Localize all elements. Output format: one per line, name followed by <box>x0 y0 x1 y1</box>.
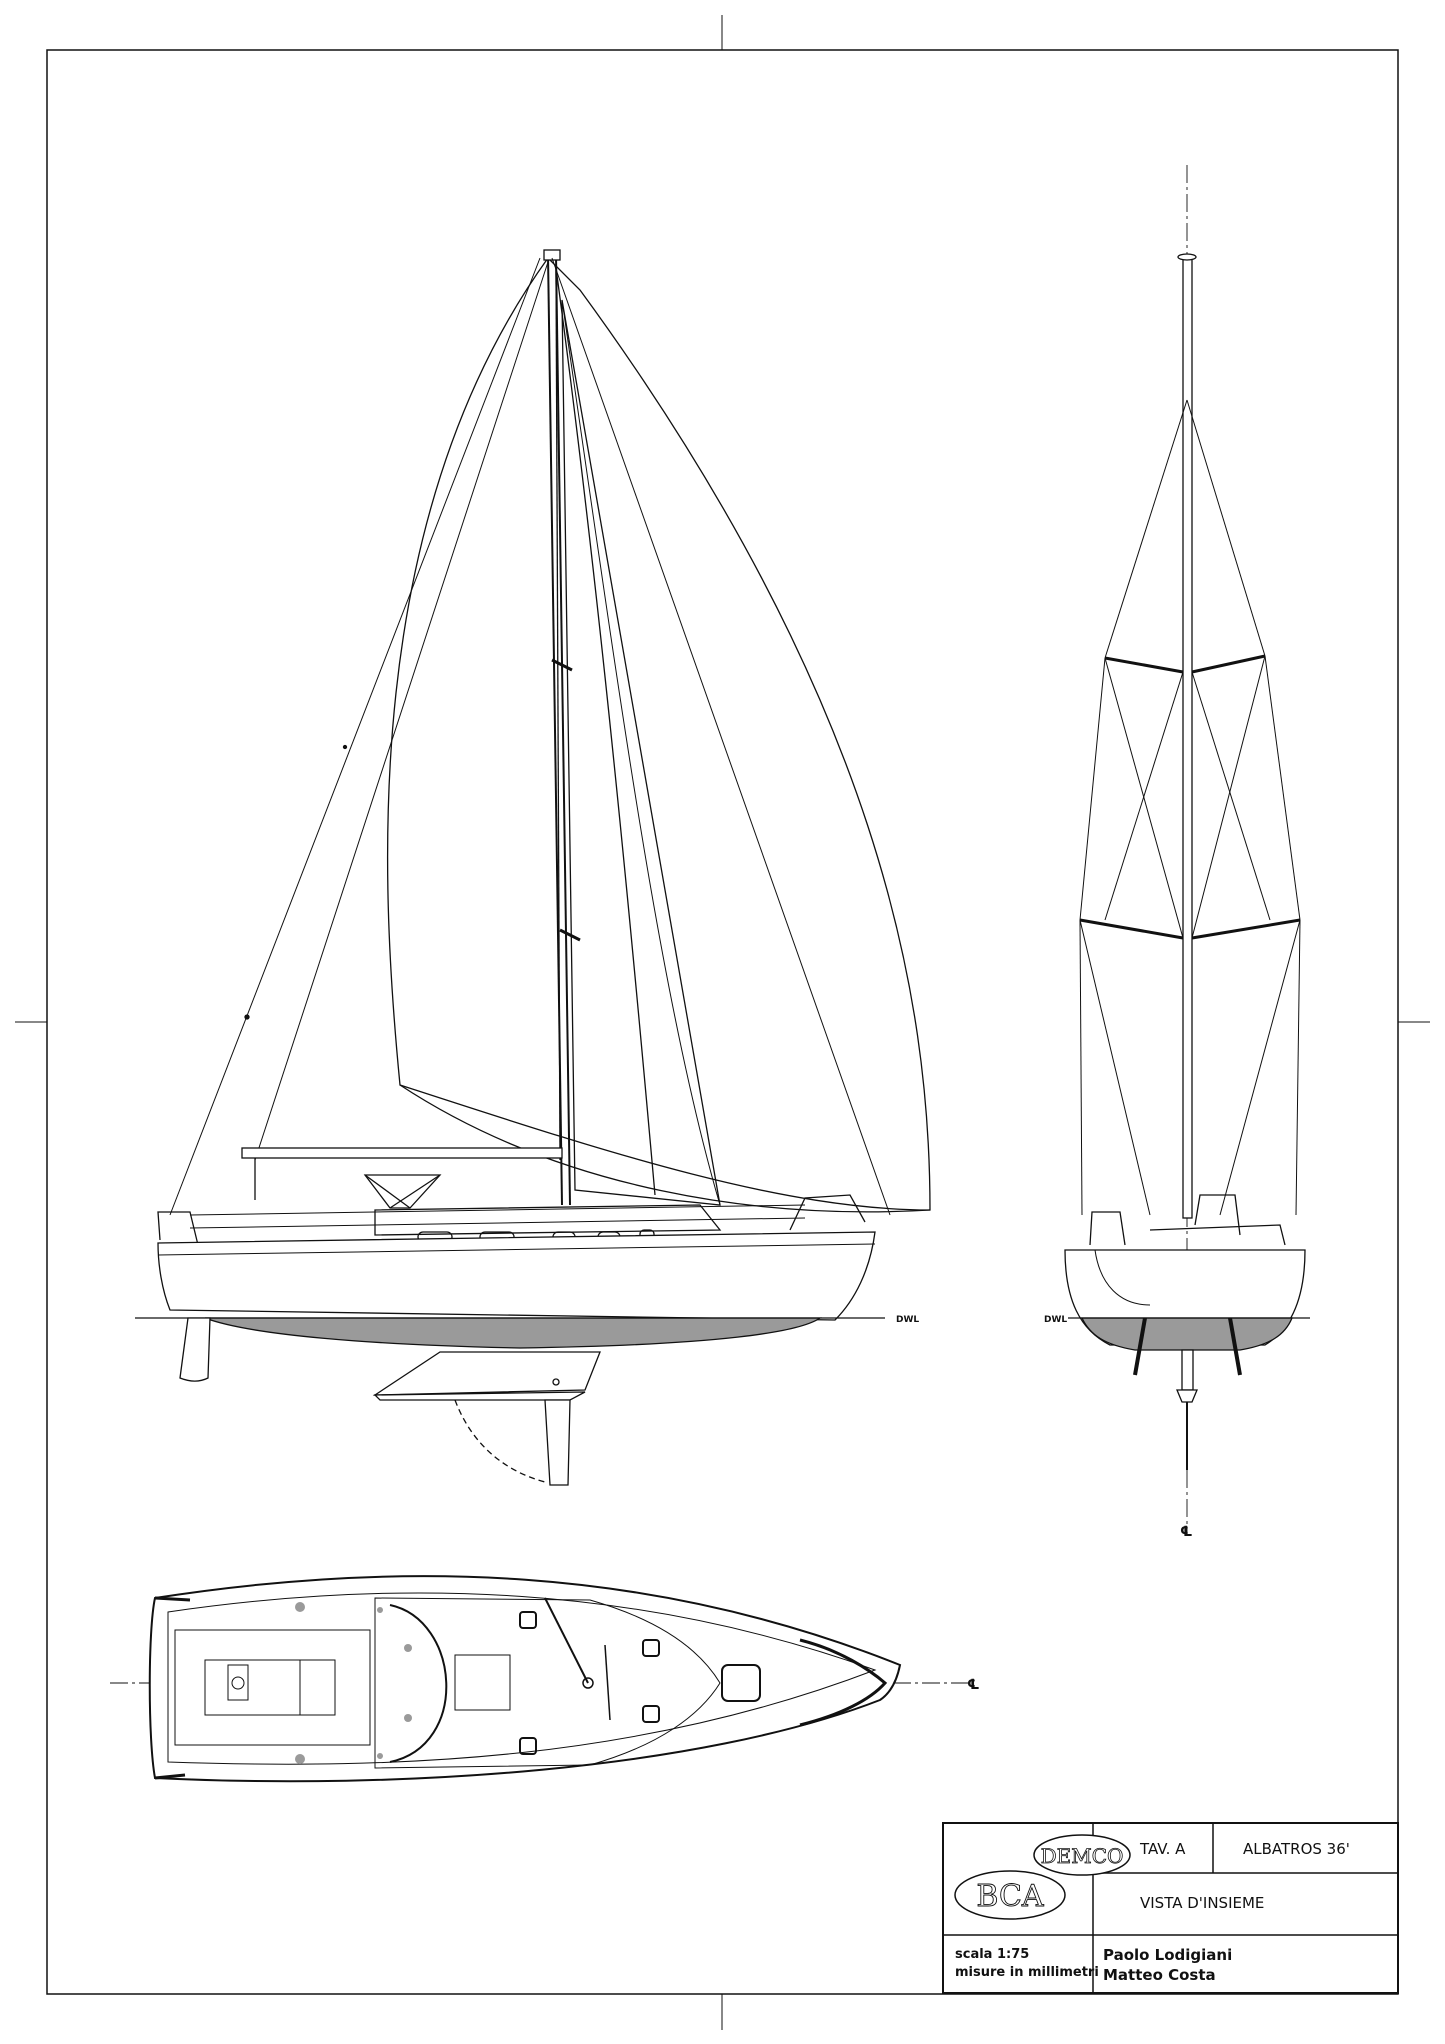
spinnaker-sail <box>386 256 931 1211</box>
title-block: DEMCO BCA TAV. A ALBATROS 36' VISTA D'IN… <box>942 1822 1399 1994</box>
topping-lift <box>254 261 549 1161</box>
front-spreader-lower-right <box>1191 918 1301 940</box>
scale-text: scala 1:75 <box>955 1947 1029 1962</box>
daggerboard-swing-arc <box>454 1399 546 1483</box>
plan-stern-detail <box>154 1596 191 1780</box>
front-spreader-upper-right <box>1191 654 1266 674</box>
shrouds <box>1079 399 1301 1216</box>
spreader-upper <box>551 658 573 672</box>
plan-companionway-arc <box>389 1604 448 1763</box>
logo-top-text: DEMCO <box>1041 1844 1124 1868</box>
lifeline <box>189 1204 806 1216</box>
cabin-house <box>374 1204 722 1236</box>
plan-deck-fittings <box>295 1602 412 1764</box>
bow-pulpit <box>789 1194 866 1231</box>
designer-1: Paolo Lodigiani <box>1103 1946 1232 1964</box>
boom <box>241 1147 563 1159</box>
genoa-sail <box>561 299 721 1206</box>
centerline-label-plan: ℄ <box>967 1677 980 1693</box>
forestay <box>551 257 891 1216</box>
hull-topside <box>157 1231 876 1321</box>
registration-marks <box>15 15 1430 2030</box>
plan-cabin-top <box>374 1597 721 1769</box>
designer-2: Matteo Costa <box>1103 1966 1216 1984</box>
plan-bow-fitting <box>799 1638 888 1727</box>
front-view <box>1064 165 1310 1535</box>
demco-bca-logo: DEMCO BCA <box>954 1834 1131 1920</box>
view-title: VISTA D'INSIEME <box>1140 1894 1264 1912</box>
waterline-label-side: DWL <box>896 1315 919 1325</box>
logo-bottom-text: BCA <box>976 1879 1044 1914</box>
plan-cockpit <box>174 1629 371 1746</box>
front-keel-bulb <box>1176 1389 1198 1403</box>
front-spreader-lower-left <box>1079 918 1184 940</box>
keel <box>372 1351 601 1396</box>
hull-underwater <box>204 1317 823 1349</box>
side-profile-view <box>135 249 931 1486</box>
stern-pulpit <box>157 1211 199 1246</box>
daggerboard <box>544 1399 571 1486</box>
plan-hull-outline <box>148 1575 902 1783</box>
deck-plan-view <box>110 1575 970 1783</box>
plan-hatches <box>519 1611 761 1755</box>
sheet-number: TAV. A <box>1139 1840 1186 1858</box>
front-spreader-upper-left <box>1104 656 1184 674</box>
waterline-label-front: DWL <box>1044 1315 1067 1325</box>
spinnaker-foot-curve <box>399 1084 931 1213</box>
boat-name: ALBATROS 36' <box>1243 1840 1350 1858</box>
sheet-border <box>46 49 1399 1995</box>
units-text: misure in millimetri <box>955 1965 1099 1980</box>
spreader-lower <box>559 928 581 942</box>
rudder <box>179 1317 211 1382</box>
backstay <box>169 257 541 1216</box>
front-hull-underwater <box>1080 1317 1293 1351</box>
centerline-label-front: ℄ <box>1180 1524 1193 1540</box>
mainsail <box>555 267 656 1196</box>
